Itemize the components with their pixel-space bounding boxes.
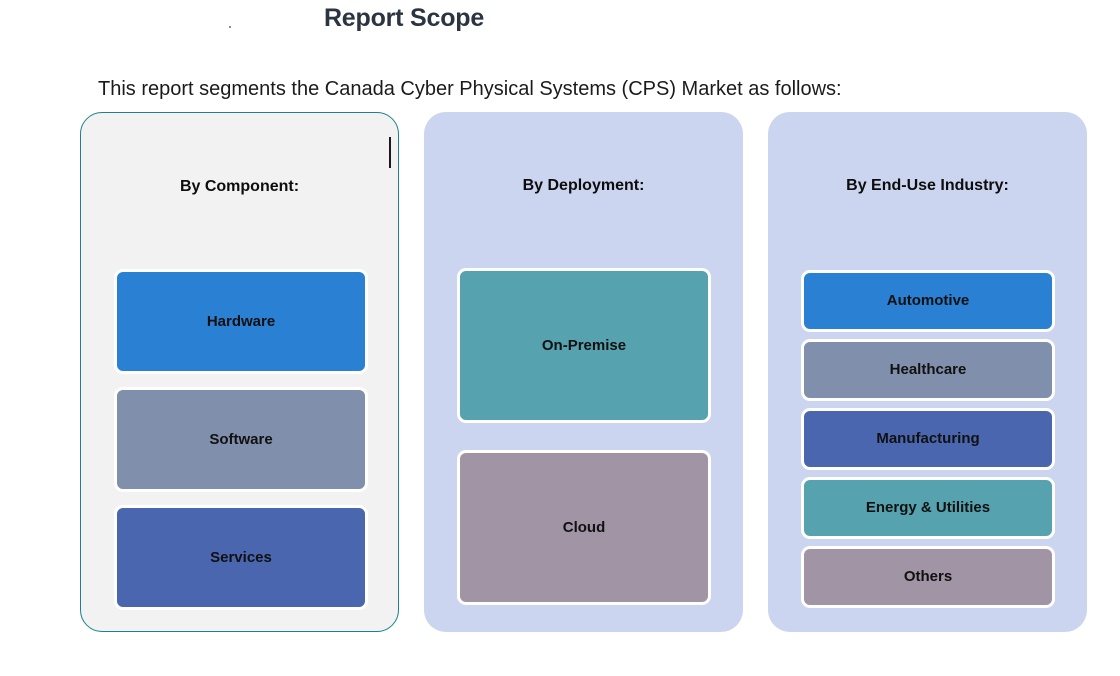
segment-item-manufacturing[interactable]: Manufacturing: [801, 408, 1055, 470]
column-header-by-component: By Component:: [179, 178, 300, 195]
column-header-by-end-use-industry: By End-Use Industry:: [846, 177, 1009, 194]
stray-dot-artifact: [229, 26, 231, 28]
segment-item-software[interactable]: Software: [114, 387, 368, 492]
page-subtitle: This report segments the Canada Cyber Ph…: [98, 78, 842, 100]
segment-item-energy-and-utilities[interactable]: Energy & Utilities: [801, 477, 1055, 539]
column-header-by-deployment: By Deployment:: [522, 177, 645, 194]
segment-item-cloud[interactable]: Cloud: [457, 450, 711, 605]
segment-column-by-end-use-industry: By End-Use Industry: Automotive Healthca…: [768, 112, 1087, 632]
segment-item-hardware[interactable]: Hardware: [114, 269, 368, 374]
text-cursor-icon: [389, 137, 391, 168]
segment-item-automotive[interactable]: Automotive: [801, 270, 1055, 332]
segment-item-on-premise[interactable]: On-Premise: [457, 268, 711, 423]
segment-item-services[interactable]: Services: [114, 505, 368, 610]
segment-item-others[interactable]: Others: [801, 546, 1055, 608]
segment-column-by-deployment: By Deployment: On-Premise Cloud: [424, 112, 743, 632]
segment-column-by-component: By Component: Hardware Software Services: [80, 112, 399, 632]
segment-item-healthcare[interactable]: Healthcare: [801, 339, 1055, 401]
page-title: Report Scope: [323, 4, 485, 32]
